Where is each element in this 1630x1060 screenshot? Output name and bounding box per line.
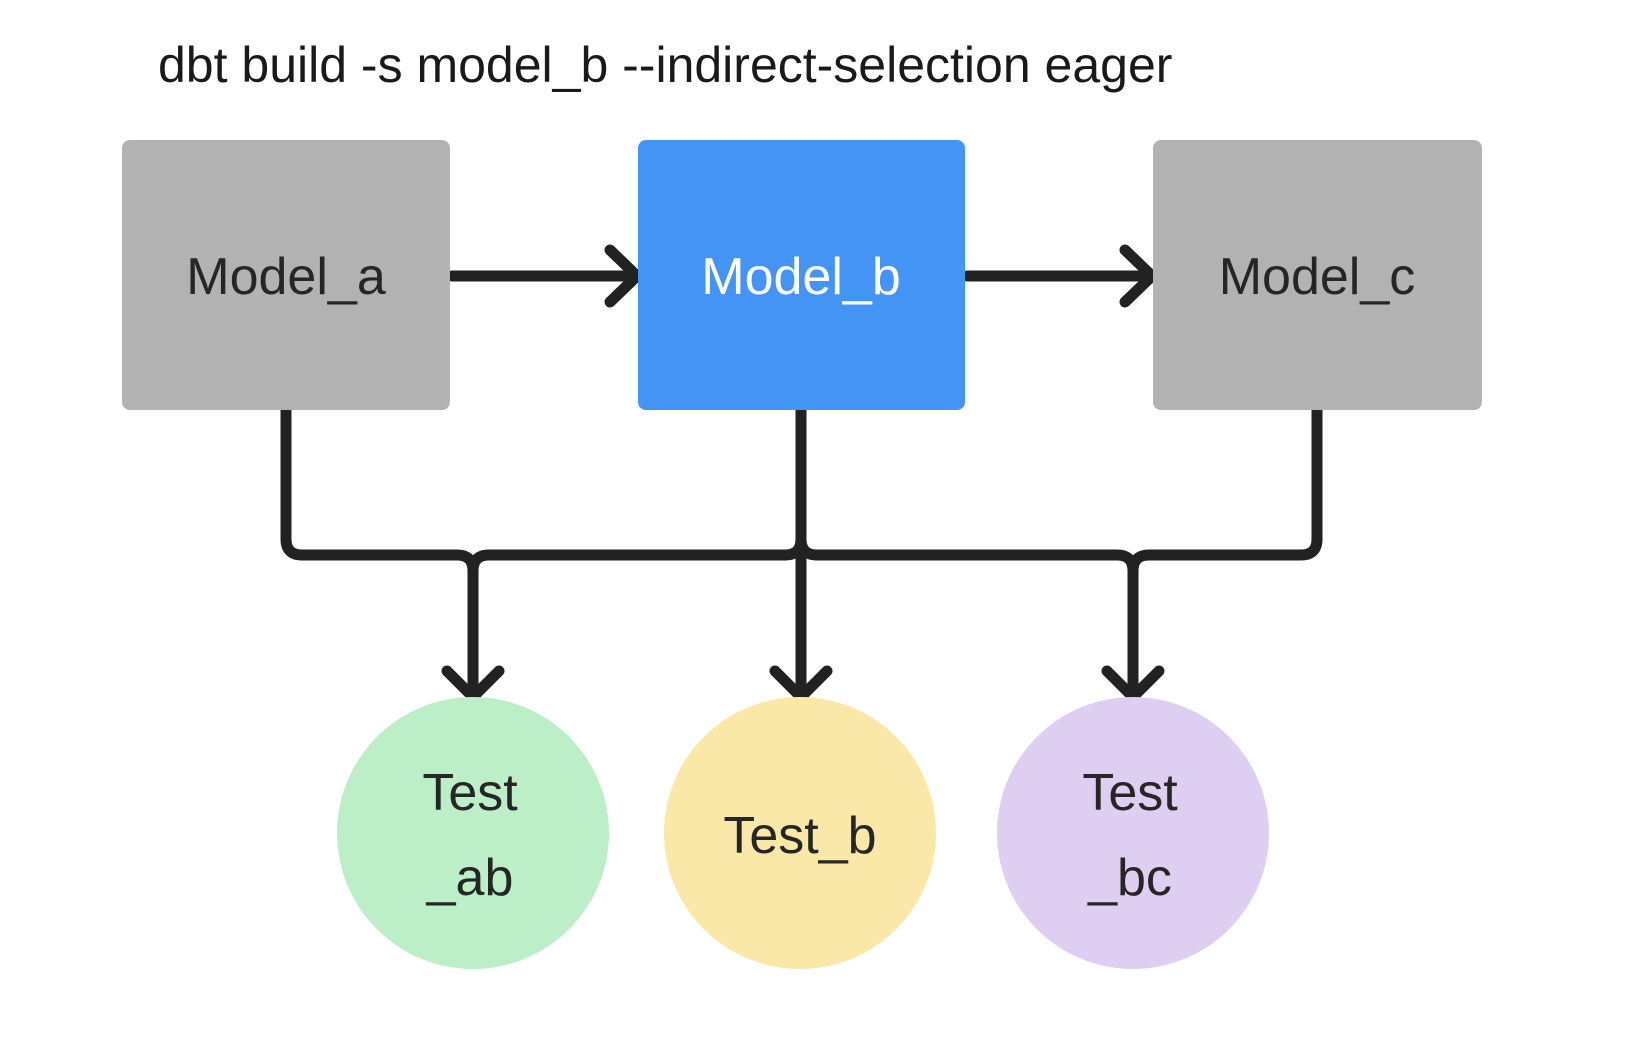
node-model_c-box [1153, 140, 1482, 410]
edge-model_b-to-test_bc [795, 404, 1139, 694]
node-test_ab-circle [337, 697, 609, 969]
edge-model_a-to-test_ab [280, 404, 479, 694]
node-model_c: Model_c [1153, 140, 1482, 410]
node-test_bc-label-line2: _bc [1087, 849, 1172, 907]
node-model_c-label: Model_c [1219, 248, 1416, 306]
node-model_b-box [638, 140, 965, 410]
node-test_b-label: Test_b [723, 807, 876, 865]
node-test_ab-label-line2: _ab [426, 849, 514, 907]
node-test_ab: Test _ab [337, 697, 609, 969]
edge-model_b-to-test_ab [467, 404, 807, 694]
node-test_b-circle [664, 697, 936, 969]
diagram-title: dbt build -s model_b --indirect-selectio… [158, 37, 1172, 93]
edge-model_c-to-test_bc [1127, 404, 1323, 694]
node-test_bc-circle [997, 697, 1269, 969]
arrowhead-model_c-icon [1119, 244, 1158, 308]
arrowhead-model_b-icon [604, 244, 643, 308]
arrowhead-test_b-icon [769, 665, 833, 703]
node-test_b: Test_b [664, 697, 936, 969]
node-model_a: Model_a [122, 140, 450, 410]
node-model_a-box [122, 140, 450, 410]
node-model_b-label: Model_b [701, 248, 900, 306]
node-model_b: Model_b [638, 140, 965, 410]
node-test_bc-label-line1: Test [1082, 764, 1178, 822]
edge-layer [280, 244, 1323, 703]
node-test_ab-label-line1: Test [422, 764, 518, 822]
node-test_bc: Test _bc [997, 697, 1269, 969]
node-model_a-label: Model_a [186, 248, 386, 306]
